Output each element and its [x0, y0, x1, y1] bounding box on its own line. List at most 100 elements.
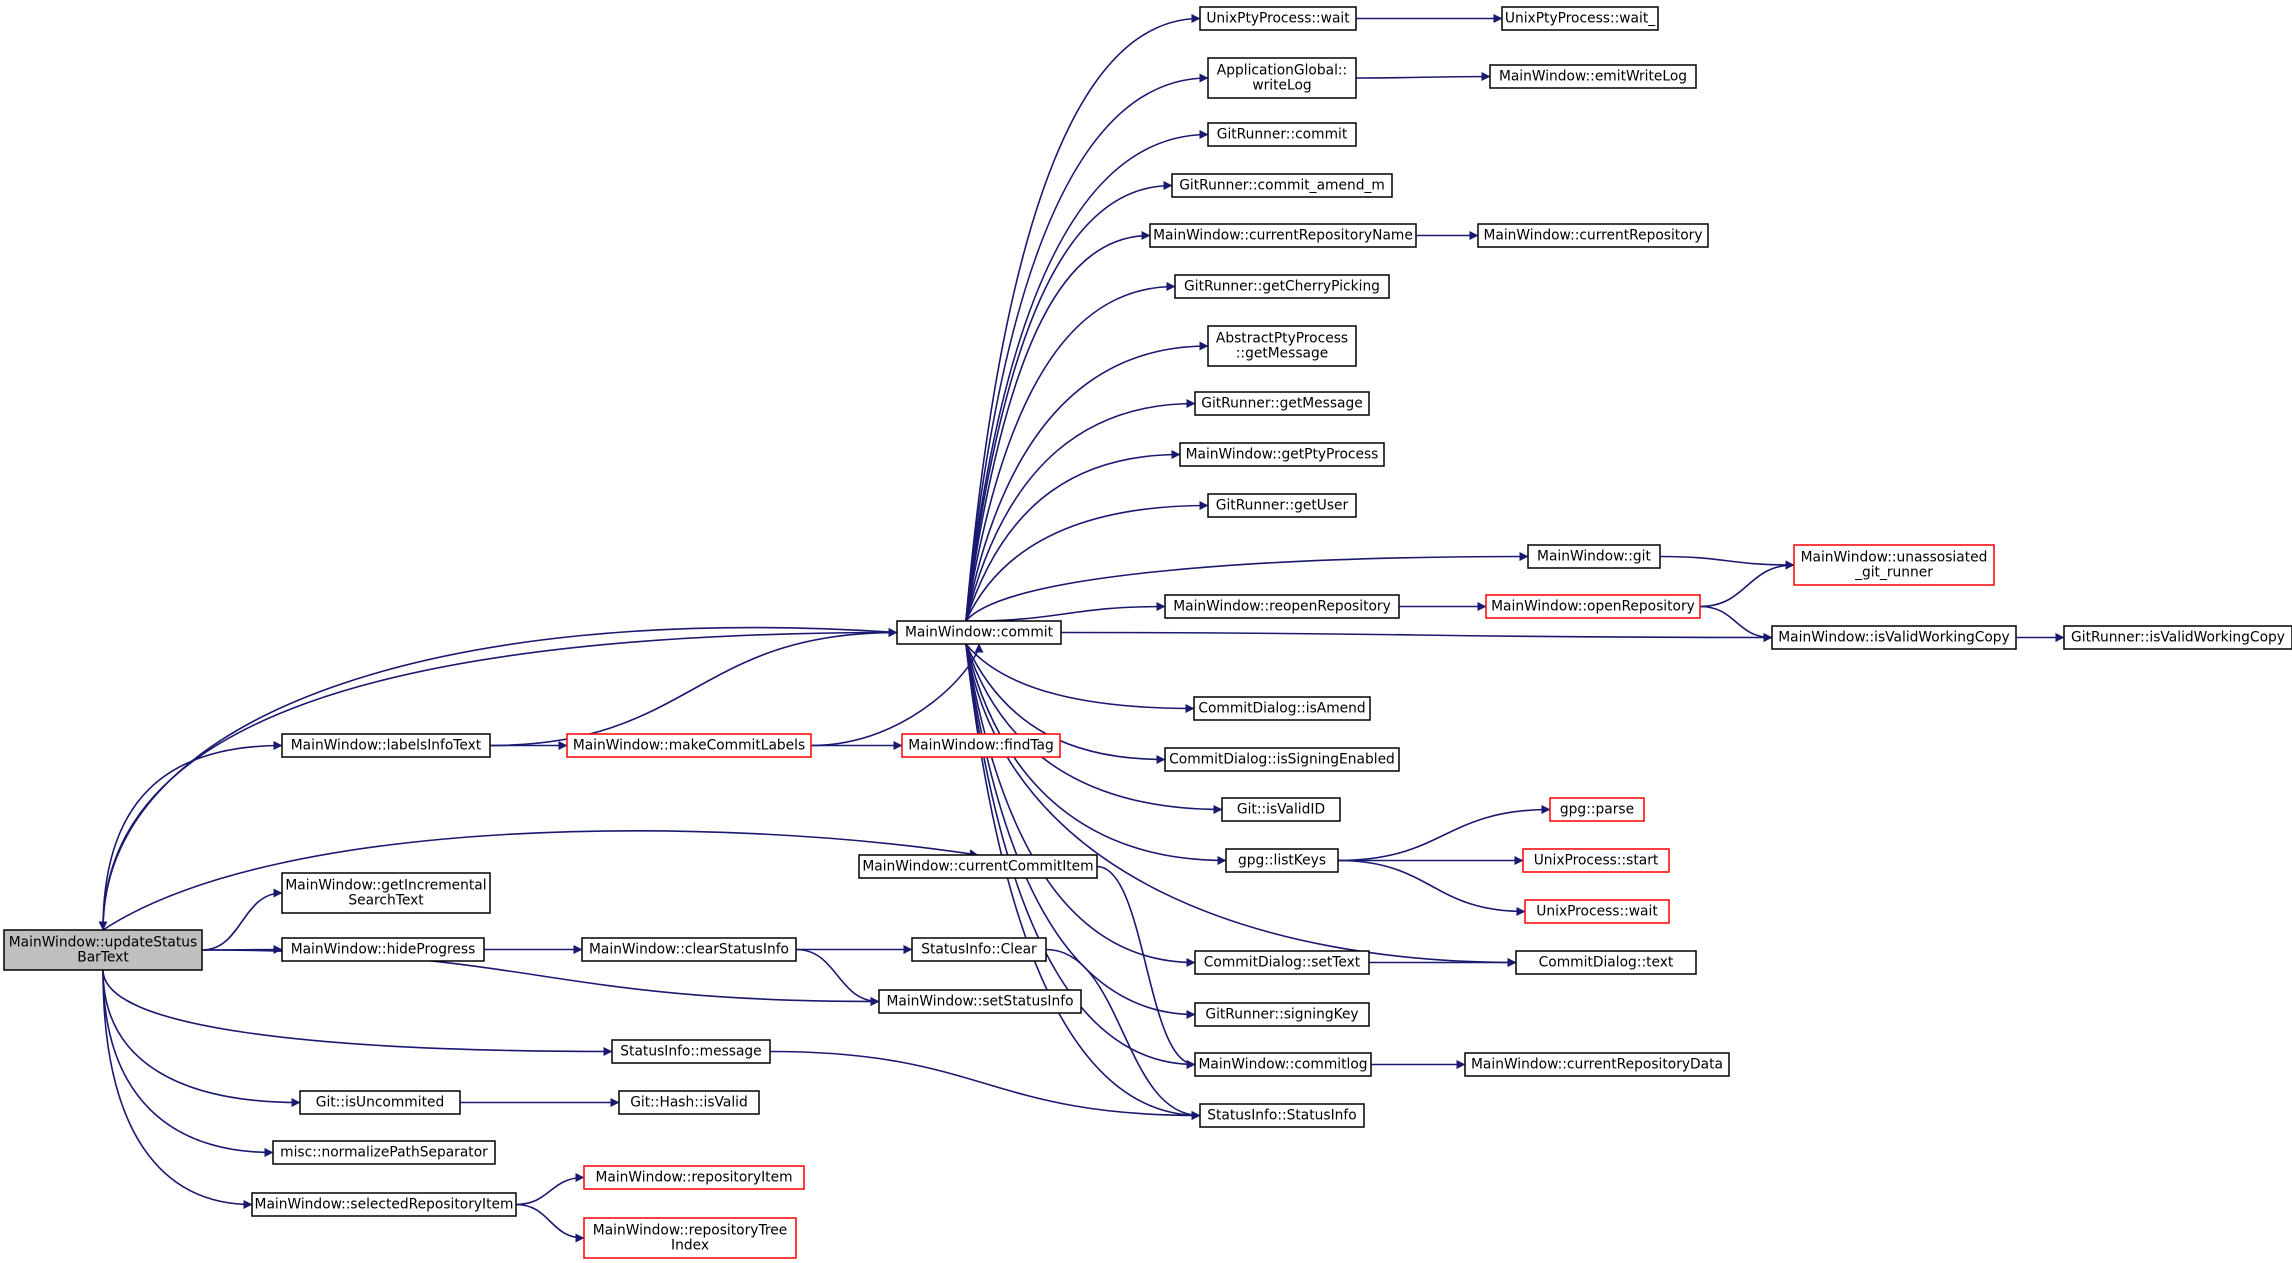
- edge-currentCommitItem-to-commitlog: [1096, 865, 1196, 1069]
- node-box: [1524, 899, 1670, 924]
- edge-labelsInfoText-to-commit: [489, 628, 898, 747]
- node-label: MainWindow::selectedRepositoryItem: [255, 1197, 514, 1213]
- node-reopenRepo[interactable]: MainWindow::reopenRepository: [1164, 594, 1400, 619]
- node-label: Git::isUncommited: [316, 1095, 445, 1111]
- node-ptyWait_[interactable]: UnixPtyProcess::wait_: [1501, 6, 1659, 31]
- node-repositoryItem[interactable]: MainWindow::repositoryItem: [583, 1165, 805, 1190]
- node-label: MainWindow::currentRepositoryData: [1471, 1057, 1723, 1073]
- node-isUncommited[interactable]: Git::isUncommited: [299, 1090, 461, 1115]
- node-label: MainWindow::makeCommitLabels: [573, 738, 805, 754]
- edge-root-to-siMessage: [102, 969, 613, 1056]
- node-grGetUser[interactable]: GitRunner::getUser: [1207, 493, 1357, 518]
- node-cdSetText[interactable]: CommitDialog::setText: [1194, 950, 1370, 975]
- node-emitWriteLog[interactable]: MainWindow::emitWriteLog: [1489, 64, 1697, 89]
- node-label: MainWindow::currentCommitItem: [862, 859, 1093, 875]
- node-box: [901, 733, 1061, 758]
- node-box: [583, 1165, 805, 1190]
- node-label: MainWindow::unassosiated: [1801, 550, 1988, 566]
- node-label: MainWindow::reopenRepository: [1173, 599, 1391, 615]
- node-makeCommitLabels[interactable]: MainWindow::makeCommitLabels: [566, 733, 812, 758]
- node-box: [1207, 122, 1357, 147]
- node-siCtor[interactable]: StatusInfo::StatusInfo: [1199, 1103, 1365, 1128]
- node-label: Index: [671, 1238, 709, 1254]
- edge-root-to-isUncommited: [102, 969, 301, 1107]
- edge-selectedRepo-to-repositoryTreeIndex: [515, 1203, 585, 1243]
- node-box: [1194, 1002, 1370, 1027]
- node-aptyGetMessage[interactable]: AbstractPtyProcess::getMessage: [1207, 325, 1357, 367]
- node-upWait[interactable]: UnixProcess::wait: [1524, 899, 1670, 924]
- node-box: [878, 989, 1082, 1014]
- node-clearStatusInfo[interactable]: MainWindow::clearStatusInfo: [581, 937, 797, 962]
- node-box: [1515, 950, 1697, 975]
- node-cdIsAmend[interactable]: CommitDialog::isAmend: [1193, 696, 1371, 721]
- node-box: [1194, 391, 1370, 416]
- node-grCherry[interactable]: GitRunner::getCherryPicking: [1174, 274, 1390, 299]
- node-box: [581, 937, 797, 962]
- node-box: [1164, 747, 1400, 772]
- node-unassoc[interactable]: MainWindow::unassosiated_git_runner: [1793, 544, 1995, 586]
- edge-openRepo-to-unassoc: [1699, 560, 1795, 608]
- node-hideProgress[interactable]: MainWindow::hideProgress: [281, 937, 485, 962]
- edge-root-to-currentCommitItem: [102, 830, 979, 931]
- node-curRepoData[interactable]: MainWindow::currentRepositoryData: [1464, 1052, 1730, 1077]
- node-siMessage[interactable]: StatusInfo::message: [611, 1039, 771, 1064]
- node-box: [1549, 797, 1645, 822]
- node-selectedRepo[interactable]: MainWindow::selectedRepositoryItem: [251, 1192, 517, 1217]
- node-label: GitRunner::getMessage: [1201, 396, 1362, 412]
- node-curRepoName[interactable]: MainWindow::currentRepositoryName: [1149, 223, 1417, 248]
- node-box: [299, 1090, 461, 1115]
- node-isValidWC[interactable]: MainWindow::isValidWorkingCopy: [1771, 625, 2017, 650]
- node-grCommit[interactable]: GitRunner::commit: [1207, 122, 1357, 147]
- node-normalizePath[interactable]: misc::normalizePathSeparator: [272, 1140, 496, 1165]
- node-label: gpg::parse: [1560, 802, 1634, 818]
- node-label: GitRunner::signingKey: [1205, 1007, 1358, 1023]
- node-mwGit[interactable]: MainWindow::git: [1527, 544, 1661, 569]
- node-getPtyProcess[interactable]: MainWindow::getPtyProcess: [1179, 442, 1385, 467]
- edge-gpgListKeys-to-gpgParse: [1337, 805, 1551, 862]
- node-gpgListKeys[interactable]: gpg::listKeys: [1225, 848, 1339, 873]
- node-cdText[interactable]: CommitDialog::text: [1515, 950, 1697, 975]
- node-label: MainWindow::commit: [905, 625, 1054, 641]
- node-box: [281, 733, 491, 758]
- node-grGetMessage[interactable]: GitRunner::getMessage: [1194, 391, 1370, 416]
- node-label: MainWindow::currentRepositoryName: [1153, 228, 1413, 244]
- node-gitIsValidID[interactable]: Git::isValidID: [1221, 797, 1341, 822]
- node-labelsInfoText[interactable]: MainWindow::labelsInfoText: [281, 733, 491, 758]
- node-ptyWait[interactable]: UnixPtyProcess::wait: [1199, 6, 1357, 31]
- node-label: UnixPtyProcess::wait: [1206, 11, 1350, 27]
- node-grCommitAmend[interactable]: GitRunner::commit_amend_m: [1171, 173, 1393, 198]
- node-label: MainWindow::isValidWorkingCopy: [1778, 630, 2009, 646]
- node-currentCommitItem[interactable]: MainWindow::currentCommitItem: [858, 854, 1098, 879]
- node-label: MainWindow::git: [1537, 549, 1651, 565]
- node-openRepo[interactable]: MainWindow::openRepository: [1485, 594, 1701, 619]
- node-commitlog[interactable]: MainWindow::commitlog: [1194, 1052, 1372, 1077]
- node-label: UnixProcess::wait: [1536, 904, 1658, 920]
- edge-commit-to-grCommit: [965, 130, 1209, 622]
- node-box: [281, 937, 485, 962]
- node-box: [583, 1217, 797, 1259]
- node-findTag[interactable]: MainWindow::findTag: [901, 733, 1061, 758]
- node-label: MainWindow::labelsInfoText: [291, 738, 482, 754]
- node-curRepo[interactable]: MainWindow::currentRepository: [1477, 223, 1709, 248]
- nodes-layer: MainWindow::updateStatusBarTextMainWindo…: [3, 6, 2292, 1259]
- node-cdSigning[interactable]: CommitDialog::isSigningEnabled: [1164, 747, 1400, 772]
- node-gpgParse[interactable]: gpg::parse: [1549, 797, 1645, 822]
- node-commit[interactable]: MainWindow::commit: [896, 620, 1062, 645]
- node-box: [1221, 797, 1341, 822]
- node-hashIsValid[interactable]: Git::Hash::isValid: [618, 1090, 760, 1115]
- edge-root-to-commit: [102, 628, 898, 931]
- node-setStatusInfo[interactable]: MainWindow::setStatusInfo: [878, 989, 1082, 1014]
- node-upStart[interactable]: UnixProcess::start: [1522, 848, 1670, 873]
- node-grSigningKey[interactable]: GitRunner::signingKey: [1194, 1002, 1370, 1027]
- node-siClear[interactable]: StatusInfo::Clear: [911, 937, 1047, 962]
- node-box: [1522, 848, 1670, 873]
- node-box: [1501, 6, 1659, 31]
- node-box: [251, 1192, 517, 1217]
- node-label: CommitDialog::text: [1539, 955, 1674, 971]
- node-label: misc::normalizePathSeparator: [280, 1145, 488, 1161]
- node-writeLog[interactable]: ApplicationGlobal::writeLog: [1207, 57, 1357, 99]
- node-grIsValidWC[interactable]: GitRunner::isValidWorkingCopy: [2063, 625, 2292, 650]
- node-label: CommitDialog::isSigningEnabled: [1169, 752, 1395, 768]
